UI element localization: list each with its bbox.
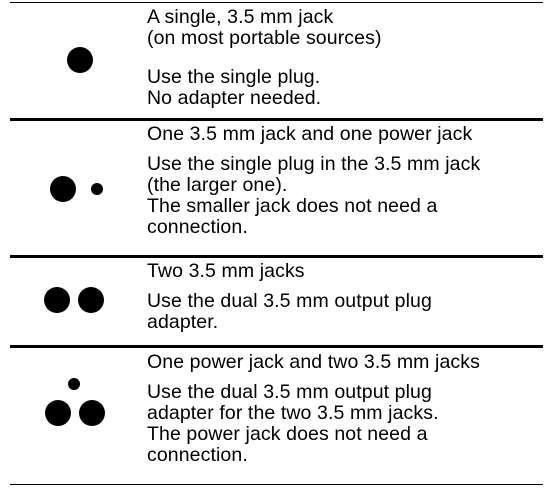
large-jack-dot bbox=[50, 176, 76, 202]
large-jack-dot bbox=[44, 287, 70, 313]
row-divider bbox=[10, 345, 543, 348]
row-3-instruction: Use the dual 3.5 mm output plug adapter. bbox=[147, 290, 432, 333]
row-4-title: One power jack and two 3.5 mm jacks bbox=[147, 351, 480, 373]
large-jack-dot bbox=[79, 400, 105, 426]
row-1-title: A single, 3.5 mm jack (on most portable … bbox=[147, 6, 382, 49]
row-divider bbox=[10, 2, 543, 3]
large-jack-dot bbox=[45, 400, 71, 426]
row-divider bbox=[10, 255, 543, 258]
row-2-instruction: Use the single plug in the 3.5 mm jack (… bbox=[147, 153, 481, 238]
small-jack-dot bbox=[91, 183, 103, 195]
large-jack-dot bbox=[78, 287, 104, 313]
row-3-title: Two 3.5 mm jacks bbox=[147, 260, 305, 282]
row-2-title: One 3.5 mm jack and one power jack bbox=[147, 123, 473, 145]
table-bottom-rule bbox=[10, 484, 543, 485]
large-jack-dot bbox=[67, 47, 93, 73]
small-jack-dot bbox=[68, 378, 80, 390]
row-4-instruction: Use the dual 3.5 mm output plug adapter … bbox=[147, 381, 439, 466]
row-divider bbox=[10, 118, 543, 121]
row-1-instruction: Use the single plug. No adapter needed. bbox=[147, 66, 322, 109]
